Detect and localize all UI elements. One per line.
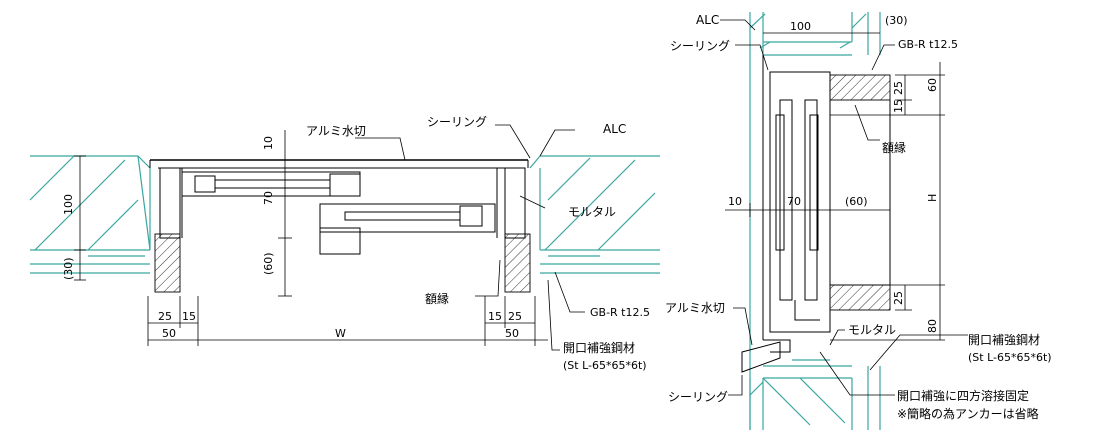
right-dim-25b: 25 <box>892 291 905 305</box>
right-label-gakubuchi: 額縁 <box>882 140 906 155</box>
right-label-sealing-top: シーリング <box>670 39 730 53</box>
right-dim-70: 70 <box>787 195 801 208</box>
left-dim-60: (60) <box>262 252 275 275</box>
right-section: ALC シーリング GB-R t12.5 額縁 アルミ水切 モルタル 開口補強鋼… <box>665 12 1052 430</box>
left-label-gakubuchi: 額縁 <box>425 291 449 306</box>
left-dim-w: W <box>335 327 346 340</box>
left-label-gbr: GB-R t12.5 <box>590 306 650 319</box>
right-dimensions <box>725 32 945 341</box>
left-alumi-flashing <box>149 159 529 169</box>
left-label-steel: 開口補強鋼材 <box>563 341 635 355</box>
left-label-alc: ALC <box>603 122 626 136</box>
left-dim-15b: 15 <box>488 310 502 323</box>
right-dim-100: 100 <box>790 20 811 33</box>
left-dim-50a: 50 <box>162 327 176 340</box>
right-label-alc: ALC <box>696 13 719 27</box>
left-sash-frame <box>159 167 526 255</box>
right-label-weld: 開口補強に四方溶接固定 <box>897 388 1029 403</box>
left-section: アルミ水切 シーリング ALC モルタル 額縁 GB-R t12.5 開口補強鋼… <box>29 115 660 372</box>
left-dim-25a: 25 <box>158 310 172 323</box>
left-dimensions <box>74 130 548 346</box>
left-label-mortar: モルタル <box>568 205 616 219</box>
right-label-alumi: アルミ水切 <box>665 301 725 315</box>
left-dim-100: 100 <box>62 194 75 215</box>
right-dim-15: 15 <box>892 99 905 113</box>
left-dim-25b: 25 <box>508 310 522 323</box>
left-alc-wall <box>29 155 660 274</box>
left-gakubuchi-left <box>154 233 181 293</box>
right-dim-60: 60 <box>926 78 939 92</box>
right-alc-wall <box>749 12 881 430</box>
right-label-anchor-note: ※簡略の為アンカーは省略 <box>897 406 1039 421</box>
right-dim-10: 10 <box>728 195 742 208</box>
right-dim-30: (30) <box>885 14 908 27</box>
left-dim-70: 70 <box>262 191 275 205</box>
right-label-mortar: モルタル <box>848 323 896 337</box>
left-label-alumi: アルミ水切 <box>306 124 366 138</box>
right-gakubuchi-top <box>829 74 891 101</box>
right-leaders <box>720 19 968 396</box>
right-label-steel-spec: (St L-65*65*6t) <box>968 351 1052 364</box>
right-dim-25a: 25 <box>892 81 905 95</box>
right-alumi-flashing <box>741 341 781 373</box>
right-dim-60p: (60) <box>845 195 868 208</box>
right-gakubuchi-bottom <box>829 284 891 311</box>
left-dim-50b: 50 <box>505 327 519 340</box>
right-dim-h: H <box>926 194 939 202</box>
right-label-sealing-bottom: シーリング <box>668 390 728 404</box>
left-label-steel-spec: (St L-65*65*6t) <box>563 359 647 372</box>
left-label-sealing: シーリング <box>427 115 487 129</box>
left-dim-15a: 15 <box>182 310 196 323</box>
right-label-gbr: GB-R t12.5 <box>898 38 958 51</box>
left-dim-10: 10 <box>262 136 275 150</box>
left-gakubuchi-right <box>504 233 531 293</box>
left-dim-30: (30) <box>62 257 75 280</box>
left-leaders <box>355 124 585 351</box>
right-dim-80: 80 <box>926 319 939 333</box>
right-label-steel: 開口補強鋼材 <box>968 333 1040 347</box>
